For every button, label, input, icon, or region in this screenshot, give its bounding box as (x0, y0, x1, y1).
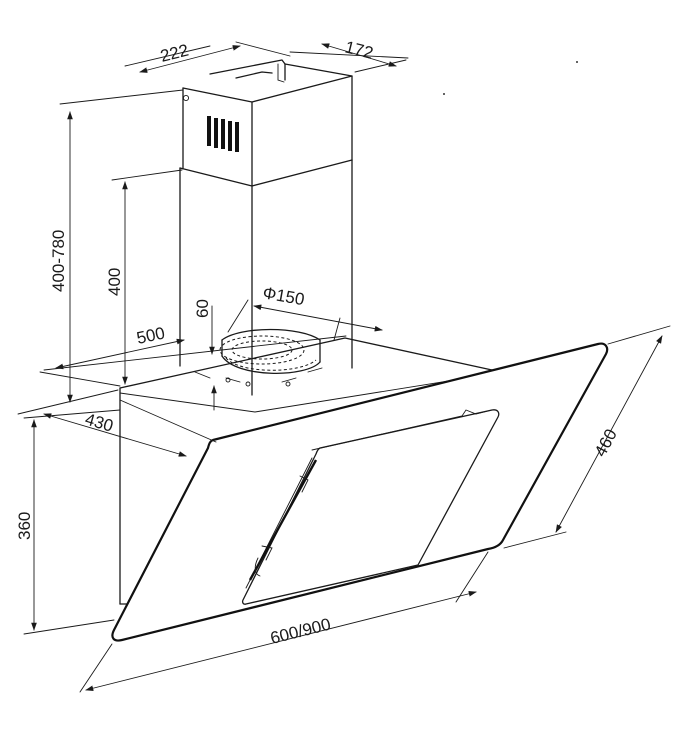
glass-panel (111, 342, 609, 642)
dim-chimney-range: 400-780 (49, 230, 68, 292)
dim-glass-depth: 460 (591, 426, 621, 460)
dim-body-width: 500 (135, 323, 167, 347)
dim-body-height: 360 (15, 512, 34, 540)
dimension-lines (17, 41, 671, 693)
dim-outlet-diameter: Φ150 (261, 283, 306, 309)
dim-body-depth: 430 (83, 410, 116, 436)
dim-top-depth: 172 (343, 37, 375, 62)
dim-chimney-inner: 400 (105, 268, 124, 296)
vent-slots (207, 116, 239, 152)
dim-outlet-height: 60 (193, 299, 212, 318)
dim-glass-width: 600/900 (268, 615, 332, 648)
dim-top-width: 222 (158, 41, 190, 66)
